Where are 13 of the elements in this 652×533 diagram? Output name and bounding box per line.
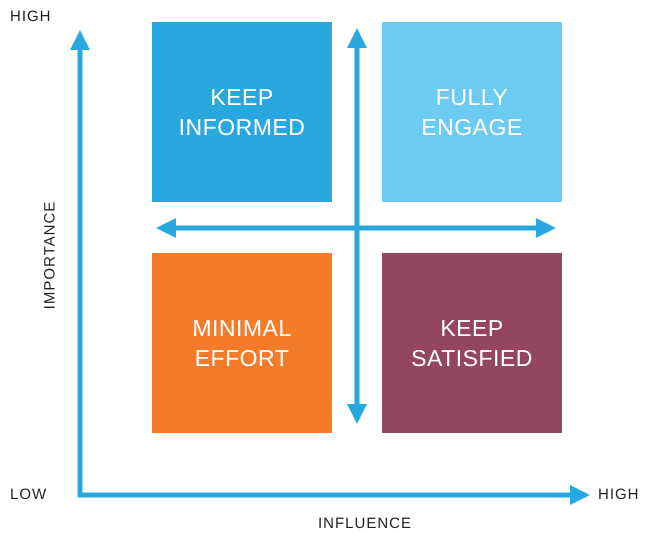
quadrant-box xyxy=(382,22,562,202)
quadrant-label: FULLY ENGAGE xyxy=(420,83,524,142)
axis-label: HIGH xyxy=(10,8,52,25)
axis-title: IMPORTANCE xyxy=(42,200,58,310)
axis-label: HIGH xyxy=(598,486,640,503)
axis-label: LOW xyxy=(10,486,48,503)
quadrant-label: KEEP SATISFIED xyxy=(410,314,534,373)
quadrant-label: KEEP INFORMED xyxy=(178,83,306,142)
quadrant-box xyxy=(152,253,332,433)
quadrant-label: MINIMAL EFFORT xyxy=(191,314,293,373)
quadrant-box xyxy=(382,253,562,433)
quadrant-box xyxy=(152,22,332,202)
axis-title: INFLUENCE xyxy=(318,515,412,532)
